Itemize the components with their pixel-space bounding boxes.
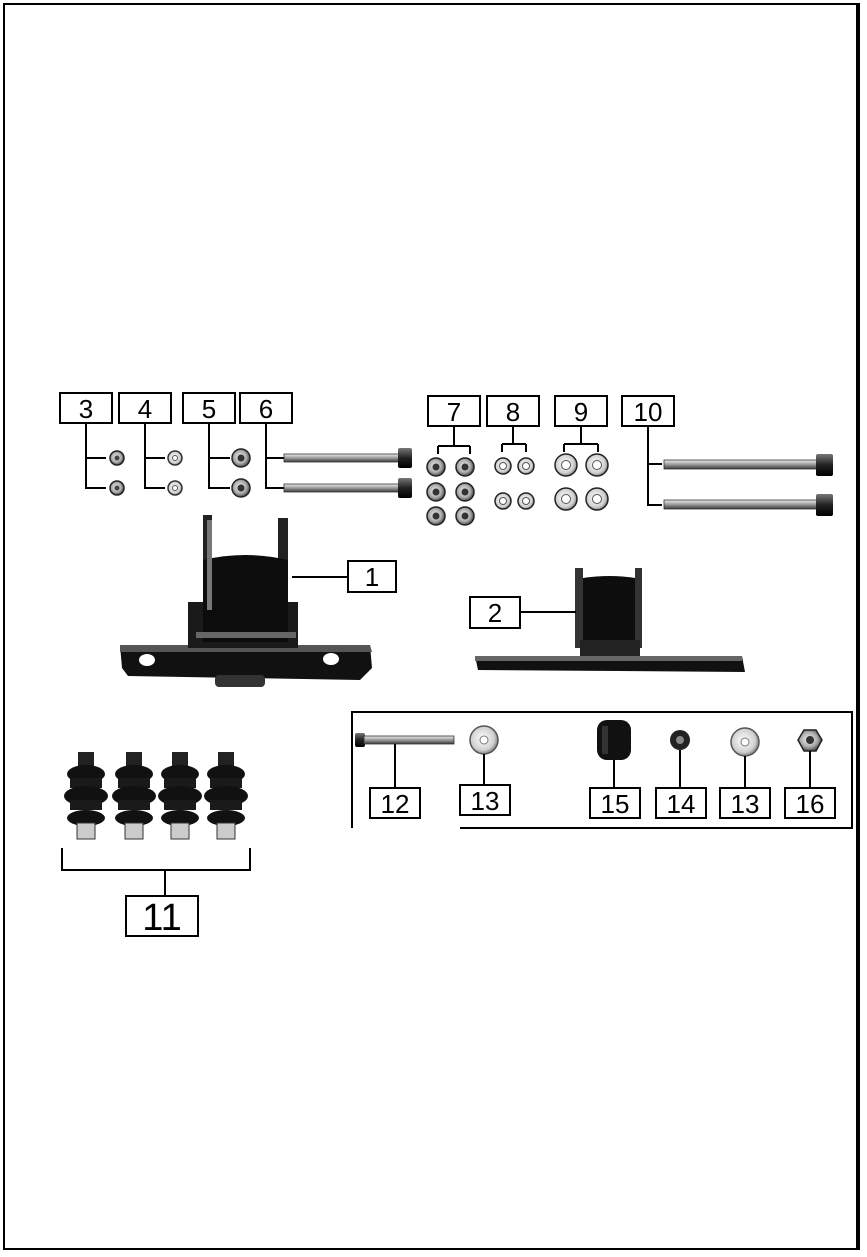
washer-13-part [469, 725, 499, 755]
callout-15: 15 [589, 787, 641, 819]
svg-text:9: 9 [574, 397, 588, 427]
callout-16: 16 [784, 787, 836, 819]
page-border [3, 3, 860, 1250]
leaders-3-6 [85, 423, 284, 489]
nut-16-part [797, 729, 823, 752]
svg-text:15: 15 [601, 789, 630, 819]
callout-1: 1 [347, 560, 397, 593]
leaders-7-10 [437, 426, 662, 506]
callout-13-left: 13 [459, 784, 511, 816]
mount-detail-box [351, 711, 853, 829]
svg-text:10: 10 [634, 397, 663, 427]
svg-text:12: 12 [381, 789, 410, 819]
callout-11: 11 [125, 895, 199, 939]
svg-text:7: 7 [447, 397, 461, 427]
callout-7: 7 [427, 395, 481, 427]
washer-9-parts [554, 453, 609, 511]
bolt-12-part [355, 733, 455, 747]
callout-6: 6 [239, 392, 293, 424]
svg-text:14: 14 [667, 789, 696, 819]
svg-text:5: 5 [202, 394, 216, 424]
callout-4: 4 [118, 392, 172, 424]
callout-9: 9 [554, 395, 608, 427]
washer-5-parts [231, 448, 251, 498]
bracket-2-part [475, 568, 745, 672]
leader-11 [61, 848, 251, 896]
callout-2: 2 [469, 596, 521, 629]
svg-text:6: 6 [259, 394, 273, 424]
nut-3-parts [109, 450, 125, 496]
washer-4-parts [167, 450, 183, 496]
bushing-15-part [597, 720, 631, 760]
washer-14-part [670, 730, 690, 750]
bolt-6-parts [283, 448, 412, 498]
svg-text:13: 13 [471, 786, 500, 816]
bracket-1-part [120, 515, 372, 687]
svg-text:11: 11 [142, 897, 181, 939]
washer-13-part [730, 727, 760, 757]
svg-text:4: 4 [138, 394, 152, 424]
callout-10: 10 [621, 395, 675, 427]
callout-3: 3 [59, 392, 113, 424]
callout-5: 5 [182, 392, 236, 424]
callout-8: 8 [486, 395, 540, 427]
washer-8-parts [494, 457, 535, 510]
callout-13-right: 13 [719, 787, 771, 819]
svg-text:13: 13 [731, 789, 760, 819]
svg-text:2: 2 [488, 598, 502, 628]
bolt-10-parts [663, 454, 833, 516]
nut-7-parts [426, 457, 475, 526]
callout-12: 12 [369, 787, 421, 819]
svg-text:16: 16 [796, 789, 825, 819]
rubber-mount-11-parts [64, 752, 248, 840]
callout-14: 14 [655, 787, 707, 819]
svg-text:3: 3 [79, 394, 93, 424]
svg-text:8: 8 [506, 397, 520, 427]
svg-text:1: 1 [365, 562, 379, 592]
